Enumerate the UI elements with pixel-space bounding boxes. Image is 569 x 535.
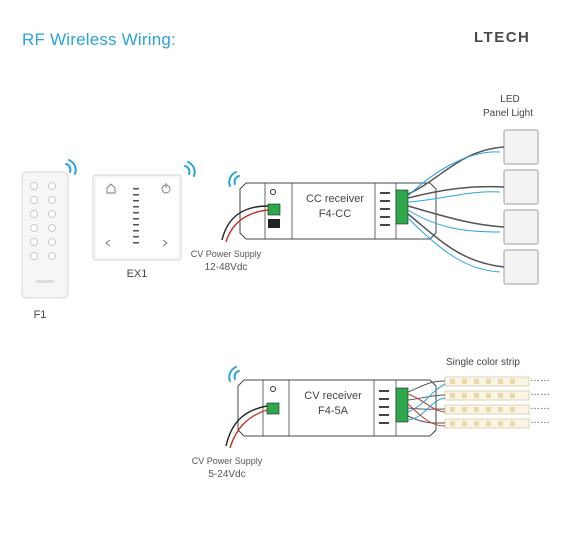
strip-label: Single color strip: [446, 357, 520, 368]
wall-panel-ex1: [92, 174, 182, 261]
led-strip: [444, 376, 530, 429]
supply-top-label: CV Power Supply: [190, 249, 262, 259]
remote-f1: [21, 171, 69, 299]
strip-continuation: ……: [530, 387, 550, 398]
remote-label: F1: [33, 309, 47, 321]
page-title: RF Wireless Wiring:: [22, 30, 176, 49]
wireless-signal-icon: [228, 366, 240, 382]
strip-continuation: ……: [530, 415, 550, 426]
cc-receiver-box: [239, 182, 437, 240]
supply-bottom-label: CV Power Supply: [191, 456, 263, 466]
strip-continuation: ……: [530, 373, 550, 384]
cc-receiver-model: F4-CC: [318, 208, 352, 220]
strip-continuation: ……: [530, 401, 550, 412]
cv-receiver-model: F4-5A: [318, 405, 348, 417]
led-panel-label-line1: LED: [500, 94, 520, 105]
cc-receiver-name: CC receiver: [305, 193, 365, 205]
panel-label: EX1: [126, 268, 148, 280]
cv-receiver-box: [237, 379, 437, 437]
wireless-signal-icon: [228, 171, 240, 187]
wireless-signal-icon: [65, 159, 77, 175]
cv-receiver-name: CV receiver: [304, 390, 362, 402]
supply-bottom-voltage: 5-24Vdc: [208, 469, 246, 480]
wireless-signal-icon: [184, 161, 196, 177]
supply-top-voltage: 12-48Vdc: [204, 262, 248, 273]
led-panel-label-line2: Panel Light: [482, 108, 534, 119]
brand-logo: LTECH: [474, 29, 531, 46]
led-panel: [503, 129, 539, 285]
